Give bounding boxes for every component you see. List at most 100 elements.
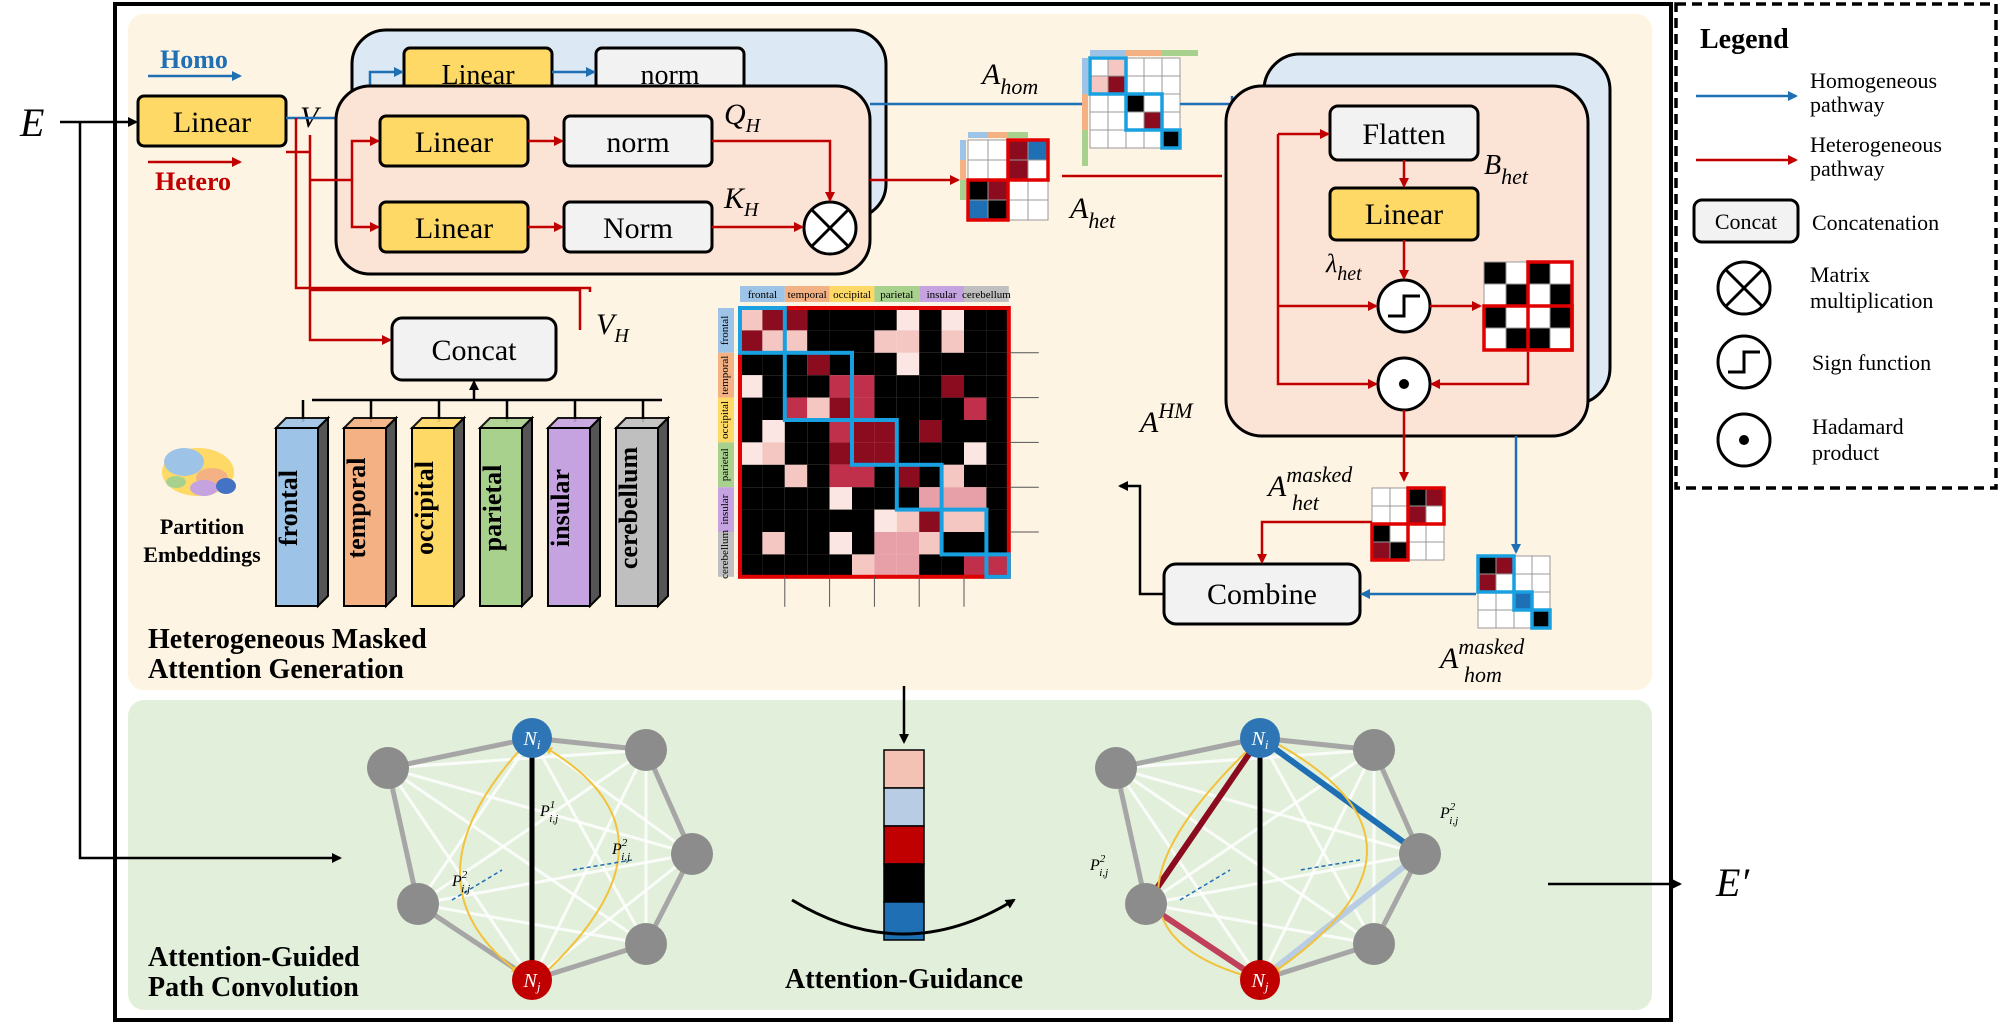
legend-hetero-line2: pathway: [1810, 156, 1885, 181]
matrix-cell: [1505, 305, 1529, 329]
concat-label: Concat: [432, 334, 518, 367]
hm-cell: [829, 352, 852, 376]
hm-cell: [874, 420, 897, 443]
hm-cell: [740, 487, 763, 510]
matrix-cell: [1495, 555, 1515, 575]
matrix-cell: [1527, 283, 1551, 307]
hm-cell: [784, 420, 808, 443]
matrix-cell: [1425, 505, 1445, 525]
hm-cell: [807, 554, 830, 577]
matrix-cell: [1371, 505, 1391, 525]
flatten-label: Flatten: [1362, 118, 1445, 151]
hetero-label: Hetero: [155, 167, 231, 196]
hm-cell: [829, 509, 852, 532]
hetero-linear-q-label: Linear: [415, 126, 493, 159]
hm-cell: [874, 532, 897, 555]
matrix-cell: [1389, 487, 1409, 507]
matrix-cell: [1371, 487, 1391, 507]
hm-cell: [964, 509, 987, 532]
hm-cell: [986, 487, 1009, 510]
hm-cell: [762, 375, 785, 398]
attention-guidance-label: Attention-Guidance: [785, 964, 1023, 995]
matrix-cell: [1125, 93, 1145, 113]
guidance-swatch: [883, 787, 925, 827]
hm-cell: [784, 509, 808, 532]
hm-cell: [762, 442, 785, 465]
partition-label-insular: insular: [546, 469, 575, 547]
hm-cell: [874, 352, 897, 376]
hm-cell: [807, 532, 830, 555]
matrix-cell: [967, 179, 989, 201]
partition-label-parietal: parietal: [478, 465, 507, 552]
matrix-cell: [1161, 93, 1181, 113]
hm-cell: [762, 420, 785, 443]
hm-cell: [964, 375, 987, 398]
hm-cell: [784, 352, 808, 376]
hm-cell: [941, 308, 964, 331]
hm-cell: [762, 509, 785, 532]
hm-cell: [807, 464, 830, 488]
hm-cell: [762, 464, 785, 488]
hm-cell: [852, 330, 875, 353]
hm-cell: [740, 420, 763, 443]
matrix-cell: [1161, 57, 1181, 77]
hm-cell: [784, 375, 808, 398]
hm-cell: [807, 420, 830, 443]
legend-matmul-line2: multiplication: [1810, 288, 1933, 313]
hm-cell: [784, 442, 808, 465]
hm-cell: [852, 509, 875, 532]
hm-cell: [964, 442, 987, 465]
hm-cell: [986, 308, 1009, 331]
hm-cell: [852, 532, 875, 555]
hetero-linear-k-label: Linear: [415, 212, 493, 245]
hm-cell: [964, 308, 987, 331]
hm-cell: [896, 464, 920, 488]
a-het-masked-matrix: [1370, 486, 1446, 562]
matrix-cell: [1505, 327, 1529, 351]
output-label: E′: [1715, 860, 1750, 905]
hm-cell: [964, 420, 987, 443]
partition-bar-frontal: frontal: [273, 400, 331, 609]
matrix-cell: [1527, 327, 1551, 351]
matrix-cell: [1407, 487, 1427, 507]
hm-cell: [919, 330, 942, 353]
hm-row-label-frontal: frontal: [719, 316, 731, 345]
partition-label-cerebellum: cerebellum: [614, 447, 643, 570]
section1-title-line2: Attention Generation: [148, 654, 404, 685]
a-het-label: Ahet: [1068, 192, 1116, 233]
hm-col-label-frontal: frontal: [748, 289, 777, 301]
hm-cell: [740, 375, 763, 398]
hm-cell: [807, 397, 830, 420]
matrix-cell: [1143, 111, 1163, 131]
matrix-cell: [1027, 159, 1049, 181]
matrix-cell: [1143, 93, 1163, 113]
matrix-cell: [1425, 487, 1445, 507]
hm-cell: [941, 397, 964, 420]
hm-cell: [762, 330, 785, 353]
matrix-cell: [1531, 591, 1551, 611]
hm-cell: [986, 464, 1009, 488]
hm-cell: [807, 442, 830, 465]
hm-cell: [896, 442, 920, 465]
hm-cell: [762, 397, 785, 420]
hm-cell: [986, 330, 1009, 353]
matrix-cell: [1549, 261, 1573, 285]
hm-cell: [941, 464, 964, 488]
matrix-cell: [1389, 505, 1409, 525]
matrix-cell: [1371, 541, 1391, 561]
hm-cell: [986, 509, 1009, 532]
partition-label-frontal: frontal: [274, 470, 303, 546]
hm-row-label-cerebellum: cerebellum: [719, 530, 731, 579]
matrix-cell: [967, 199, 989, 221]
hm-cell: [807, 487, 830, 510]
matrix-cell: [1007, 179, 1029, 201]
hm-cell: [986, 442, 1009, 465]
matrix-cell: [1125, 57, 1145, 77]
hm-cell: [829, 308, 852, 331]
matrix-cell: [1007, 199, 1029, 221]
hm-row-label-parietal: parietal: [719, 448, 731, 481]
